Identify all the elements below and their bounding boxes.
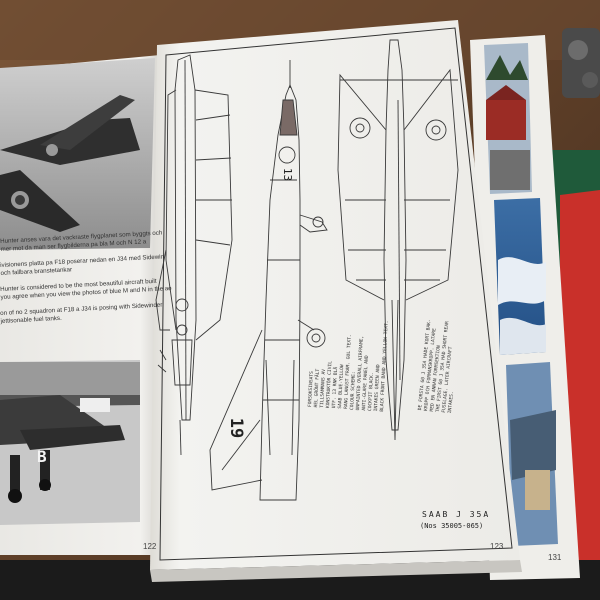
drawing-title: SAAB J 35A <box>422 510 491 519</box>
center-page <box>150 20 520 570</box>
metal-object <box>562 28 600 98</box>
j34-photo <box>0 360 140 525</box>
drawing-serials: (Nos 35005-065) <box>420 522 484 530</box>
center-page-number: 123 <box>490 542 504 551</box>
nose-number: 13 <box>281 167 295 182</box>
tail-number: 19 <box>226 417 247 439</box>
left-page-number: 122 <box>143 542 157 551</box>
aircraft-letter-b: B <box>37 447 47 466</box>
legend-block-1: FORSOKSINSATS HEL GRÖNT FÄLT TILLSAMMANS… <box>308 332 354 409</box>
profile-view <box>209 60 328 501</box>
underside-view <box>155 54 233 456</box>
right-page-number: 131 <box>548 553 562 562</box>
drawing-border <box>159 27 513 561</box>
legend-block-2: COLOUR SCHEME: UNPAINTED OVERALL AIRFRAM… <box>350 319 391 412</box>
right-page-photos <box>484 43 558 546</box>
hunter-photo <box>0 58 155 250</box>
top-view <box>337 39 459 441</box>
